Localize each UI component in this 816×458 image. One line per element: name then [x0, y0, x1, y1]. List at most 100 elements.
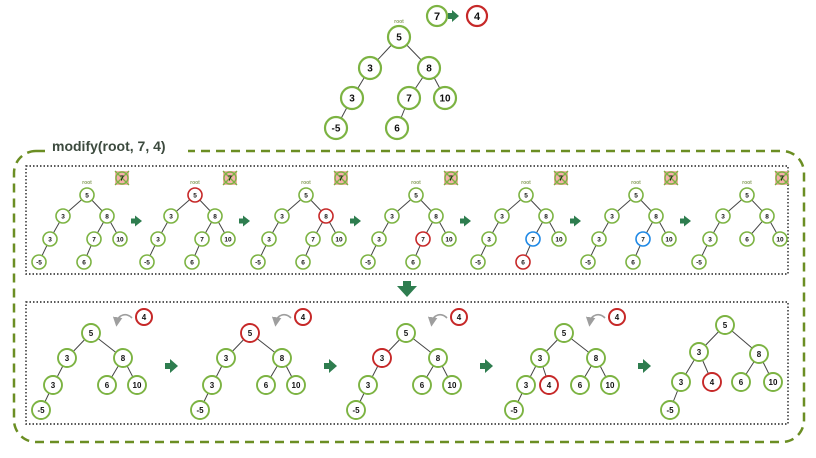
legend-to-node [465, 4, 489, 28]
tree-node [240, 323, 260, 343]
tree-node-label: 3 [224, 354, 229, 363]
tree-node [86, 231, 102, 247]
tree-node-label: 10 [445, 236, 453, 243]
tree-node [749, 344, 769, 364]
tree-node-label: 3 [48, 236, 52, 243]
tree-node-label: 6 [420, 381, 425, 390]
tree-node-label: 3 [380, 354, 385, 363]
tree-node-label: 3 [61, 213, 65, 220]
tree-node [625, 254, 641, 270]
tree-node-label: 5 [396, 33, 402, 44]
tree-node [386, 24, 412, 50]
tree-node [671, 372, 691, 392]
tree-node [396, 323, 416, 343]
tree-node [504, 400, 524, 420]
tree-node [295, 254, 311, 270]
tree-node [184, 254, 200, 270]
tree-node-label: 3 [65, 354, 70, 363]
insert-badge-icon: 4 [271, 308, 312, 327]
tree-node-label: 7 [200, 236, 204, 243]
tree-node-label: 5 [723, 321, 728, 330]
tree-node [759, 208, 775, 224]
tree-node-label: 10 [776, 236, 784, 243]
tree-node-label: 7 [92, 236, 96, 243]
tree-node-label: 10 [224, 236, 232, 243]
tree-node-label: 3 [524, 381, 529, 390]
tree-node [127, 375, 147, 395]
tree-node-label: 6 [394, 124, 400, 135]
tree-node [538, 208, 554, 224]
arrow-right-icon [480, 359, 493, 373]
tree-node [331, 231, 347, 247]
tree-node-label: 6 [739, 378, 744, 387]
tree-node-label: 3 [156, 236, 160, 243]
tree-node-label: 5 [89, 329, 94, 338]
tree-node [428, 348, 448, 368]
tree-node [57, 348, 77, 368]
tree-node-label: 8 [765, 213, 769, 220]
svg-text:4: 4 [457, 313, 462, 322]
tree-node-label: 3 [610, 213, 614, 220]
tree-node [256, 375, 276, 395]
tree-node-label: 8 [213, 213, 217, 220]
tree-node-label: 8 [544, 213, 548, 220]
tree-node [31, 254, 47, 270]
tree-node [286, 375, 306, 395]
tree-node-label: 10 [606, 381, 615, 390]
tree-node [357, 55, 383, 81]
tree-node [518, 187, 534, 203]
tree-node [31, 400, 51, 420]
tree-node-label: 8 [434, 213, 438, 220]
tree-node [408, 187, 424, 203]
arrow-down-icon [397, 281, 417, 297]
root-label: root [82, 180, 92, 186]
tree-node [216, 348, 236, 368]
tree-node-label: 5 [414, 192, 418, 199]
tree-node [202, 375, 222, 395]
tree-node [661, 231, 677, 247]
tree-node-label: 7 [311, 236, 315, 243]
svg-text:7: 7 [559, 176, 563, 183]
root-label: root [394, 19, 404, 25]
tree-node [323, 115, 349, 141]
tree-node-label: 6 [631, 259, 635, 266]
tree-node [731, 372, 751, 392]
tree-node [272, 348, 292, 368]
modify-title: modify(root, 7, 4) [52, 138, 166, 154]
tree-node-label: 3 [538, 354, 543, 363]
tree-node-label: 6 [521, 259, 525, 266]
tree-node-label: 4 [547, 381, 552, 390]
tree-node [42, 231, 58, 247]
tree-node-label: 3 [377, 236, 381, 243]
tree-node [591, 231, 607, 247]
tree-node-label: 10 [335, 236, 343, 243]
tree-node [441, 231, 457, 247]
tree-node [220, 231, 236, 247]
tree-node-label: 3 [267, 236, 271, 243]
legend-from-node [425, 4, 449, 28]
tree-node-label: 10 [769, 378, 778, 387]
arrow-right-icon [239, 215, 250, 227]
tree-node-label: 3 [366, 381, 371, 390]
legend-to-label: 4 [474, 11, 481, 23]
delete-badge-icon: 7 [553, 170, 569, 186]
tree-node-label: 6 [264, 381, 269, 390]
tree-node [628, 187, 644, 203]
tree-node [305, 231, 321, 247]
tree-node-label: -5 [365, 259, 371, 266]
tree-node [416, 55, 442, 81]
tree-node-label: 8 [436, 354, 441, 363]
tree-node-label: 10 [665, 236, 673, 243]
tree-node [371, 231, 387, 247]
tree-node [163, 208, 179, 224]
tree-node [43, 375, 63, 395]
tree-node [79, 187, 95, 203]
tree-node-label: 7 [531, 236, 535, 243]
tree-node-label: 5 [248, 329, 253, 338]
